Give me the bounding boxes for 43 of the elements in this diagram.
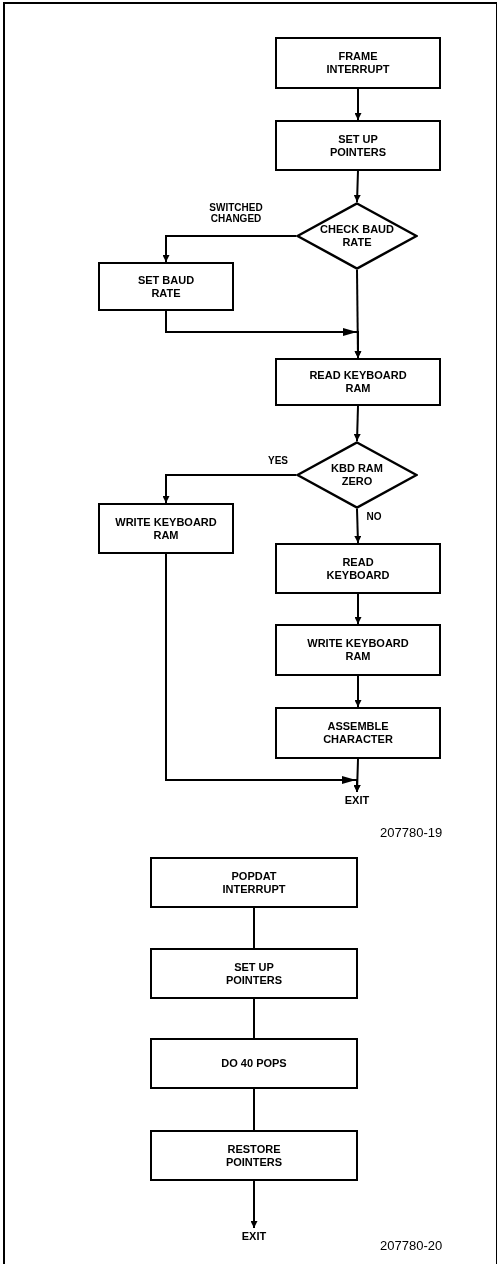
process-box	[150, 948, 358, 999]
node-text: SET UP POINTERS	[328, 132, 388, 159]
figure-number: 207780-20	[380, 1237, 443, 1255]
arrow	[354, 508, 362, 544]
arrow	[353, 405, 361, 442]
arrow	[250, 1180, 258, 1229]
process-box	[150, 1038, 358, 1089]
arrow	[353, 170, 361, 203]
node-text: WRITE KEYBOARD RAM	[114, 515, 218, 542]
node-text: SET BAUD RATE	[136, 273, 196, 300]
process-box	[150, 1130, 358, 1181]
process-box	[150, 857, 358, 908]
node-text: RESTORE POINTERS	[224, 1142, 284, 1169]
process-box	[275, 37, 441, 89]
node-text: CHECK BAUD RATE	[319, 223, 395, 249]
node-text: SET UP POINTERS	[224, 960, 284, 987]
process-box	[275, 624, 441, 676]
process-box	[275, 358, 441, 406]
node-text: READ KEYBOARD	[325, 555, 391, 582]
decision-diamond	[296, 441, 418, 509]
figure-number: 207780-19	[380, 824, 443, 842]
node-text: WRITE KEYBOARD RAM	[306, 637, 410, 663]
arrow	[165, 310, 362, 359]
arrow	[162, 235, 297, 263]
arrow	[165, 553, 361, 793]
arrow	[354, 88, 362, 121]
node-text: EXIT	[344, 793, 370, 807]
process-box	[98, 262, 234, 311]
decision-diamond	[296, 202, 418, 270]
node-text: ASSEMBLE CHARACTER	[322, 720, 394, 746]
node-text: FRAME INTERRUPT	[325, 50, 391, 76]
node-text: DO 40 POPS	[221, 1057, 287, 1070]
process-box	[98, 503, 234, 554]
process-box	[275, 120, 441, 171]
node-text: READ KEYBOARD RAM	[308, 369, 408, 395]
node-text: POPDAT INTERRUPT	[221, 869, 287, 896]
arrow	[354, 593, 362, 625]
arrow	[162, 474, 297, 504]
process-box	[275, 707, 441, 759]
node-text: KBD RAM ZERO	[330, 462, 384, 488]
node-text: EXIT	[241, 1229, 267, 1243]
process-box	[275, 543, 441, 594]
arrow	[354, 675, 362, 708]
